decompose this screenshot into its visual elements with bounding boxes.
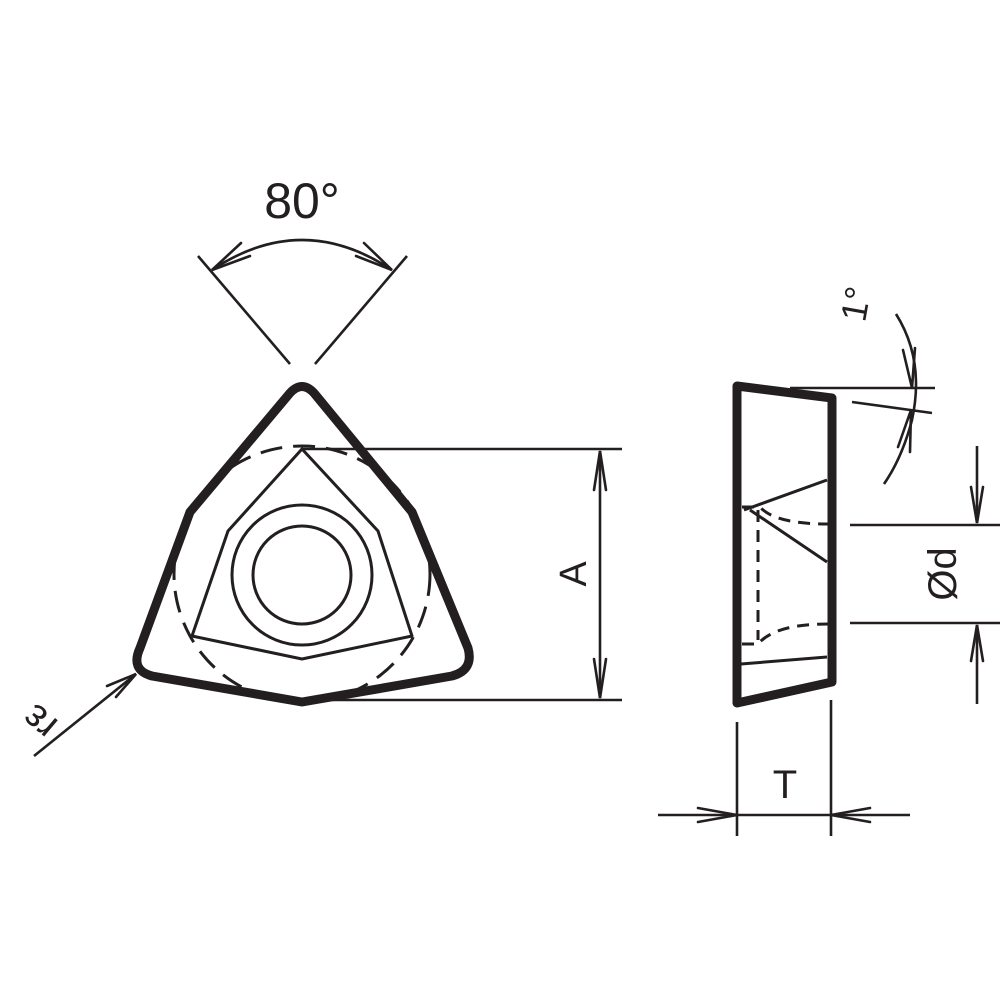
chipbreaker-line-lower: [749, 508, 828, 564]
arrowhead-up-icon: [896, 409, 913, 454]
arrowhead-down-icon: [592, 657, 608, 699]
dimension-d: Ød: [850, 446, 1000, 704]
angle-label: 80°: [264, 173, 340, 229]
insert-outline: [132, 382, 474, 707]
hole-circle: [251, 524, 353, 626]
side-view: 1° Ød T: [658, 283, 1000, 836]
arrowhead-up-icon: [969, 624, 985, 663]
dimension-T: T: [658, 700, 910, 836]
chipbreaker-line-upper: [743, 478, 828, 512]
arrowhead-right-icon: [696, 806, 738, 824]
arrowhead-down-icon: [969, 485, 985, 524]
angle-80-dimension: 80°: [197, 173, 408, 365]
angle-arc: [211, 238, 393, 272]
side-outline: [732, 381, 837, 708]
dimension-A-label: A: [553, 561, 595, 587]
corner-radius-label: rε: [13, 695, 65, 749]
chipbreaker-outline: [190, 447, 414, 661]
dimension-d-label: Ød: [921, 547, 965, 600]
arrowhead-left-icon: [830, 806, 872, 824]
hidden-line-hole-bottom: [742, 622, 829, 646]
corner-radius-leader: rε: [13, 672, 137, 758]
arrowhead-down-icon: [901, 346, 917, 389]
top-view: 80° A rε: [13, 173, 622, 758]
arrowhead-up-icon: [592, 450, 608, 492]
angle-extension-line-right: [314, 255, 408, 365]
angle-extension-line-left: [197, 255, 291, 365]
hole-countersink-circle: [230, 503, 374, 647]
leader-line: [33, 672, 137, 758]
arrowhead-icon: [105, 672, 137, 699]
clearance-angle-dimension: 1°: [790, 283, 935, 485]
dimension-T-label: T: [773, 763, 797, 807]
arrowhead-left-icon: [211, 241, 252, 272]
inscribed-circle-dashed: [172, 444, 432, 704]
land-line: [740, 655, 828, 666]
arrowhead-right-icon: [354, 241, 393, 272]
clearance-angle-arc: [882, 313, 918, 485]
clearance-angle-label: 1°: [833, 283, 879, 324]
reference-line-inclined: [851, 400, 933, 415]
hidden-line-hole-top: [742, 505, 829, 526]
dimension-A: A: [302, 447, 622, 702]
